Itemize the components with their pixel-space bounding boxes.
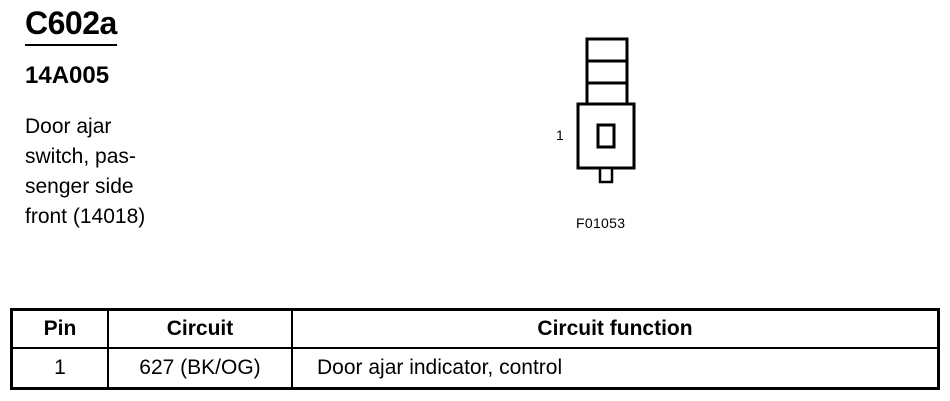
- cell-circuit: 627 (BK/OG): [108, 348, 293, 389]
- pin-cavity: [596, 123, 616, 149]
- header-circuit-function: Circuit function: [292, 309, 939, 349]
- connector-tab: [598, 166, 614, 184]
- table-row: 1 627 (BK/OG) Door ajar indicator, contr…: [11, 348, 939, 389]
- description-line: front (14018): [25, 205, 146, 228]
- table-header-row: Pin Circuit Circuit function: [11, 309, 939, 349]
- figure-code: F01053: [576, 215, 626, 231]
- header-circuit: Circuit: [108, 309, 293, 349]
- description-line: senger side: [25, 175, 134, 198]
- connector-id: C602a: [25, 6, 117, 46]
- part-number: 14A005: [25, 62, 110, 89]
- connector-drawing: [576, 37, 636, 184]
- connector-description: Door ajar switch, pas- senger side front…: [25, 112, 225, 232]
- description-line: switch, pas-: [25, 145, 136, 168]
- cell-circuit-function: Door ajar indicator, control: [317, 356, 563, 379]
- cell-pin: 1: [11, 348, 109, 389]
- header-pin: Pin: [11, 309, 109, 349]
- pin-table: Pin Circuit Circuit function 1 627 (BK/O…: [10, 308, 940, 390]
- description-line: Door ajar: [25, 115, 112, 138]
- connector-figure: 1 F01053: [540, 30, 680, 240]
- pin-number-label: 1: [556, 127, 564, 143]
- housing-top: [585, 37, 629, 107]
